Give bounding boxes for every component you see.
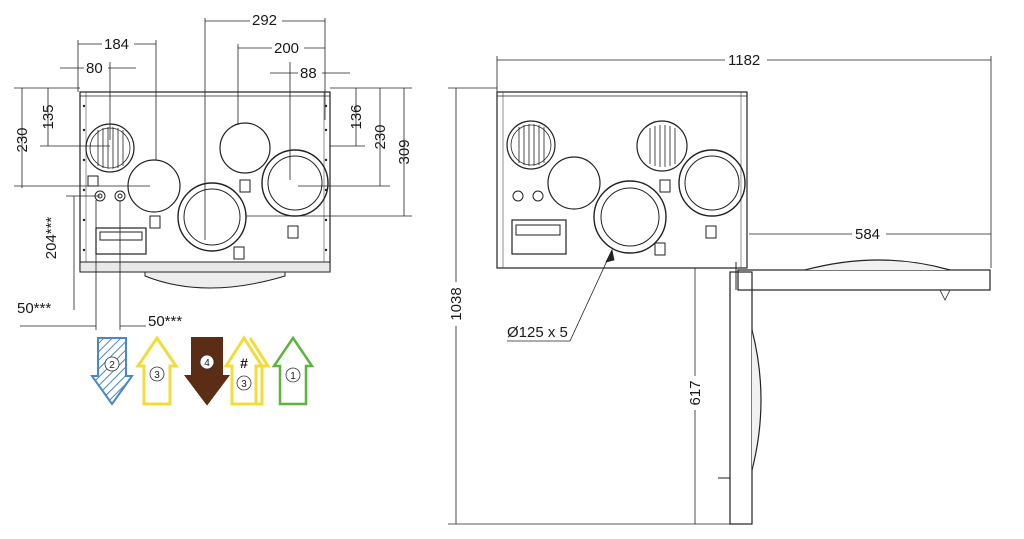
airflow-arrow-3: 3 xyxy=(135,335,179,406)
dim-184: 184 xyxy=(104,36,129,53)
airflow-arrow-4: 4 xyxy=(184,337,230,406)
left-dimension-lines xyxy=(14,18,412,330)
dim-309: 309 xyxy=(396,139,413,164)
duct-opening-4 xyxy=(219,122,271,174)
right-unit-body xyxy=(496,91,748,269)
duct-diameter-label: Ø125 x 5 xyxy=(507,324,568,341)
dim-1182: 1182 xyxy=(728,52,760,69)
left-unit-handle xyxy=(144,271,286,289)
dim-50-right: 50*** xyxy=(148,313,182,330)
dim-88: 88 xyxy=(300,65,317,82)
arrow-2-number: 2 xyxy=(109,360,115,371)
left-rivets xyxy=(82,104,328,252)
arrow-3b-number: 3 xyxy=(241,379,247,390)
left-front-view xyxy=(79,91,331,289)
left-dimension-labels: 292 184 200 80 88 230 135 136 230 309 20… xyxy=(14,12,413,330)
dim-80: 80 xyxy=(86,60,103,77)
left-unit-base xyxy=(79,261,331,273)
dim-50-left: 50*** xyxy=(17,300,51,317)
right-duct-opening xyxy=(593,180,667,254)
arrow-4-number: 4 xyxy=(204,358,210,369)
arrow-1-number: 1 xyxy=(290,371,296,382)
airflow-arrow-1: 1 xyxy=(271,335,315,406)
left-duct-openings xyxy=(85,122,329,252)
dim-617: 617 xyxy=(687,380,704,405)
open-door-horizontal xyxy=(737,269,991,291)
dim-200: 200 xyxy=(274,40,299,57)
dim-230-left: 230 xyxy=(14,127,31,152)
duct-opening-3 xyxy=(177,182,247,252)
right-dimension-lines xyxy=(448,56,992,525)
dim-584: 584 xyxy=(855,226,880,243)
right-view xyxy=(496,91,991,525)
arrow-3-number: 3 xyxy=(154,370,160,381)
right-dimension-labels: 1182 584 1038 617 Ø125 x 5 xyxy=(448,52,886,410)
open-door-vertical xyxy=(729,271,753,525)
dim-136: 136 xyxy=(348,104,365,129)
airflow-arrow-2: 2 xyxy=(90,337,134,406)
airflow-arrow-legend: 2 3 4 # 3 1 xyxy=(90,335,315,406)
arrow-3-hash-mark: # xyxy=(240,355,248,371)
dim-292: 292 xyxy=(252,12,277,29)
airflow-arrow-3-hash: # 3 xyxy=(223,335,271,406)
duct-opening-5 xyxy=(261,149,329,217)
dim-1038: 1038 xyxy=(448,287,465,320)
dim-204: 204*** xyxy=(43,217,60,260)
dim-230-right: 230 xyxy=(372,124,389,149)
dim-135: 135 xyxy=(40,104,57,129)
